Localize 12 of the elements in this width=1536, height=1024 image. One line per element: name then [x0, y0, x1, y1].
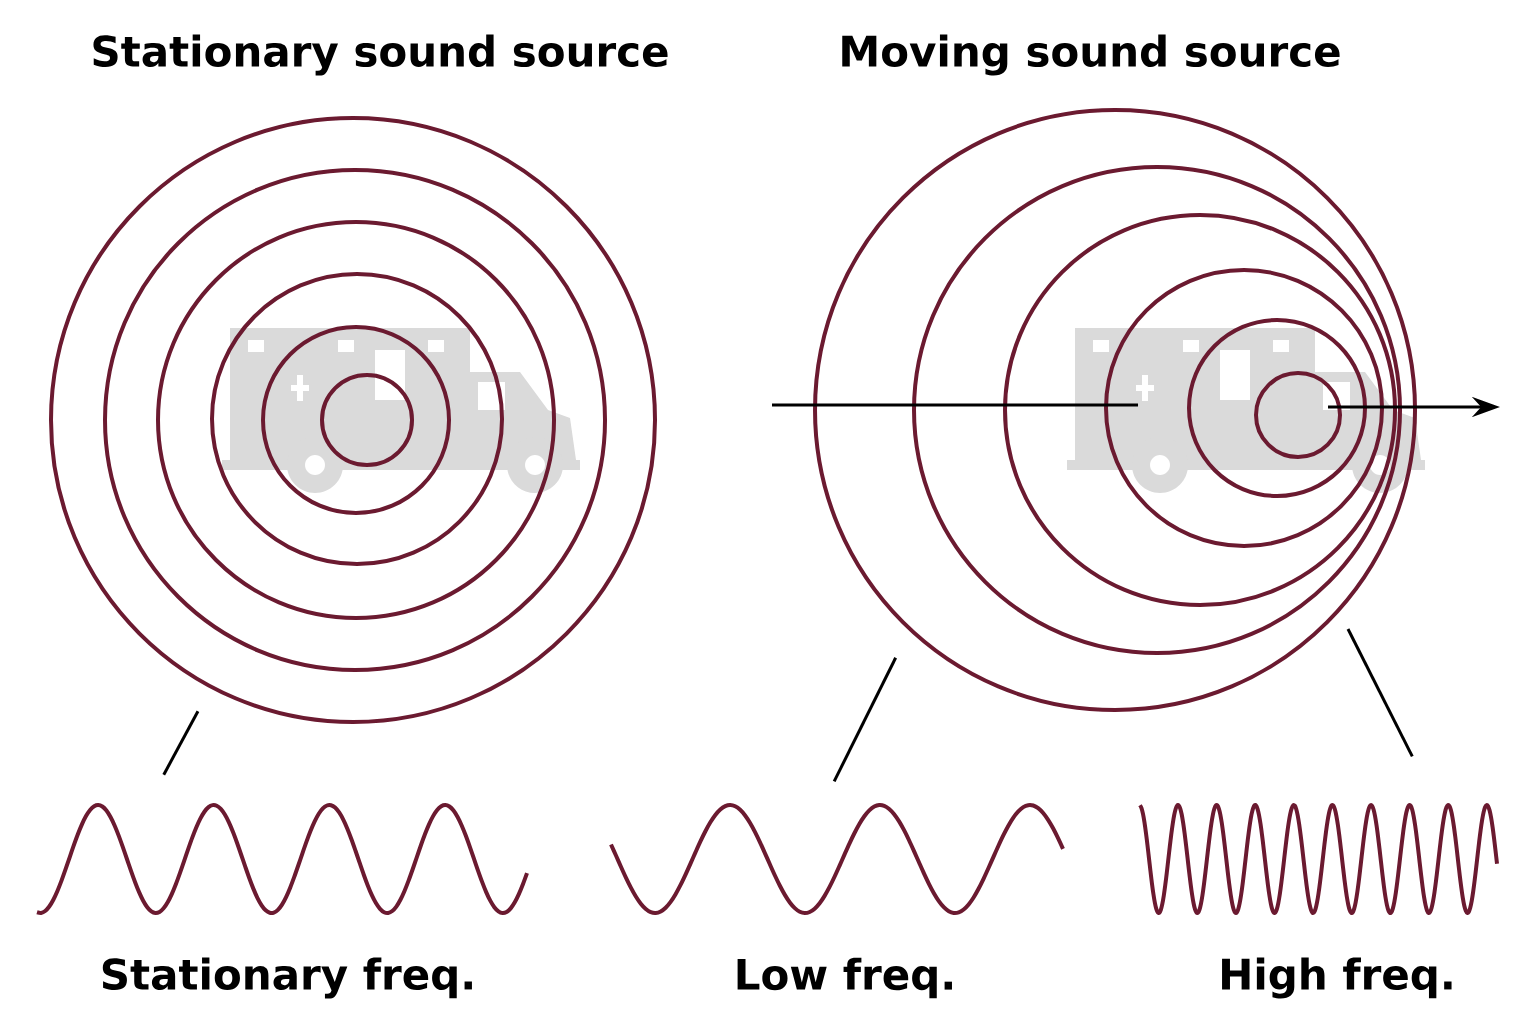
wave-label: Stationary freq.: [102, 957, 472, 999]
leader-line: [1346, 628, 1414, 758]
sine-wave: [1138, 803, 1499, 915]
sine-wave: [36, 803, 529, 915]
heading: Stationary sound source: [93, 34, 668, 76]
wave-label: High freq.: [1222, 957, 1452, 999]
wave-label: Low freq.: [737, 957, 952, 999]
wavefront-circles: [813, 108, 1417, 712]
wavefront-circles: [49, 116, 657, 724]
leader-line: [832, 657, 898, 782]
leader-line: [162, 710, 200, 776]
sine-wave: [609, 803, 1065, 915]
